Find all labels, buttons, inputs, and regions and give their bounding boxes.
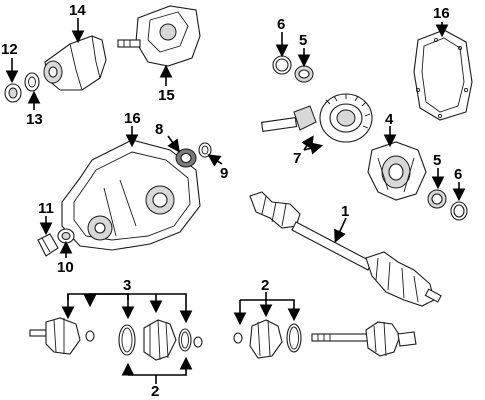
- callout-8: 8: [155, 121, 163, 138]
- part-16-housing: [61, 139, 201, 251]
- bracket-2b-arrow-b: [240, 299, 301, 322]
- bracket-3-stem: [83, 293, 128, 308]
- cv-boot-kit: [118, 319, 203, 361]
- part-1-axle-shaft: [249, 191, 442, 307]
- callout-14: 14: [69, 2, 86, 19]
- part-7-ring-pinion: [260, 93, 373, 143]
- inner-shaft: [311, 321, 417, 357]
- bracket-3-arrow-d: [156, 293, 193, 324]
- callout-6a: 6: [277, 16, 285, 33]
- callout-16a: 16: [433, 5, 450, 22]
- callout-11: 11: [38, 200, 54, 217]
- cv-boot-kit-right: [233, 319, 302, 359]
- callout-3: 3: [123, 277, 131, 294]
- part-6-seal-top: [272, 55, 292, 75]
- part-12-flange: [4, 83, 22, 103]
- part-9-seal: [198, 142, 212, 158]
- part-16-cover: [413, 29, 473, 121]
- part-6-seal-right: [450, 201, 468, 221]
- callout-2b: 2: [261, 277, 269, 294]
- part-5-bearing-top: [294, 65, 314, 83]
- bracket-3-arrow-c: [128, 293, 163, 314]
- callout-10: 10: [57, 259, 74, 276]
- part-4-diff-case: [367, 141, 427, 201]
- callout-5b: 5: [433, 152, 441, 169]
- callout-6b: 6: [454, 166, 462, 183]
- cv-joint-left: [29, 317, 95, 355]
- callout-9: 9: [220, 165, 228, 182]
- callout-15: 15: [158, 87, 175, 104]
- leader-8: [167, 135, 180, 153]
- part-15-diff-assembly: [117, 5, 201, 67]
- part-10-flange: [57, 228, 75, 244]
- bracket-3-left: [67, 293, 129, 300]
- callout-1: 1: [341, 203, 349, 220]
- callout-2a: 2: [151, 383, 159, 400]
- part-14-carrier: [43, 35, 107, 91]
- callout-16b: 16: [124, 110, 141, 127]
- callout-12: 12: [1, 41, 18, 58]
- bracket-2a-arrow-b: [128, 356, 193, 376]
- callout-7: 7: [293, 150, 301, 167]
- callout-4: 4: [385, 111, 394, 128]
- leader-7b: [303, 142, 324, 155]
- part-11-boot: [37, 233, 59, 257]
- leader-7a: [301, 135, 314, 151]
- leader-9: [207, 154, 223, 167]
- callout-5a: 5: [299, 32, 307, 49]
- part-8-bearing: [175, 148, 197, 168]
- part-13-seal: [24, 72, 40, 92]
- leader-1: [334, 217, 347, 243]
- part-5-bearing-right: [427, 189, 447, 209]
- callout-13: 13: [26, 111, 43, 128]
